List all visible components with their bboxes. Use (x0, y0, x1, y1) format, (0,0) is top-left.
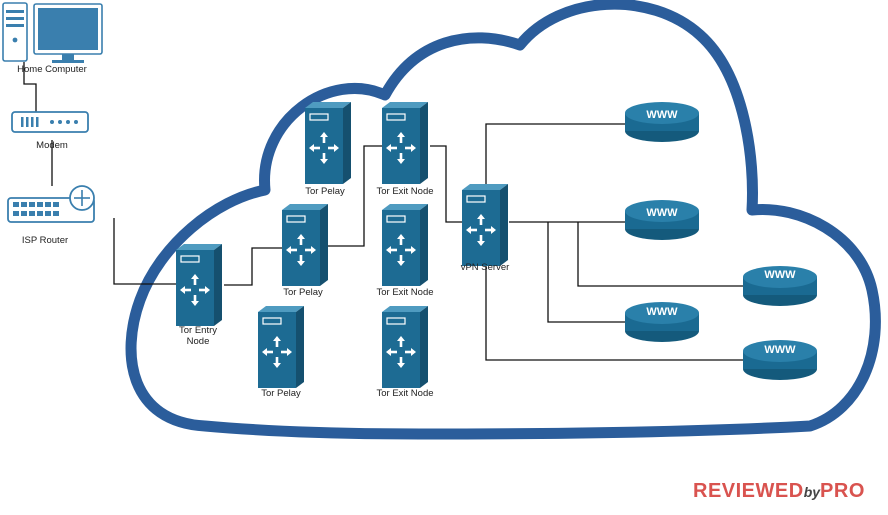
www-1-icon (625, 102, 699, 142)
isp-router-icon (7, 185, 95, 223)
www-2-label: WWW (646, 207, 678, 219)
vpn-server-label: vPN Server (461, 262, 510, 273)
tor-exit-top-server-icon (382, 102, 428, 184)
brand-logo: REVIEWEDbyPRO (693, 480, 883, 510)
www-5-label: WWW (764, 344, 796, 356)
brand-part-3: PRO (820, 480, 865, 502)
modem-label: Modem (36, 140, 68, 151)
tor-relay-bottom-label: Tor Pelay (261, 388, 301, 399)
tor-relay-top-label: Tor Pelay (305, 186, 345, 197)
tor-exit-mid-label: Tor Exit Node (376, 287, 433, 298)
home-computer-label: Home Computer (17, 64, 87, 75)
tor-exit-bottom-label: Tor Exit Node (376, 388, 433, 399)
tor-relay-mid-server-icon (282, 204, 328, 286)
tor-exit-bottom-server-icon (382, 306, 428, 388)
cloud-shape (125, 0, 881, 440)
isp-router-label: ISP Router (22, 235, 68, 246)
tor-relay-mid-label: Tor Pelay (283, 287, 323, 298)
tor-relay-bottom-server-icon (258, 306, 304, 388)
tor-exit-mid-server-icon (382, 204, 428, 286)
tor-exit-top-label: Tor Exit Node (376, 186, 433, 197)
home-computer-icon (2, 2, 103, 63)
tor-entry-server-icon (176, 244, 222, 326)
tor-entry-label-1: Tor Entry (179, 325, 217, 336)
tor-entry-label-2: Node (187, 336, 210, 347)
tor-relay-top-server-icon (305, 102, 351, 184)
vpn-server-icon (462, 184, 508, 266)
brand-part-2: by (803, 484, 821, 500)
www-2-icon (625, 200, 699, 240)
www-1-label: WWW (646, 109, 678, 121)
brand-part-1: REVIEWED (693, 480, 804, 502)
www-3-label: WWW (764, 269, 796, 281)
www-4-label: WWW (646, 306, 678, 318)
modem-icon (11, 111, 89, 133)
connection-lines (23, 62, 744, 361)
